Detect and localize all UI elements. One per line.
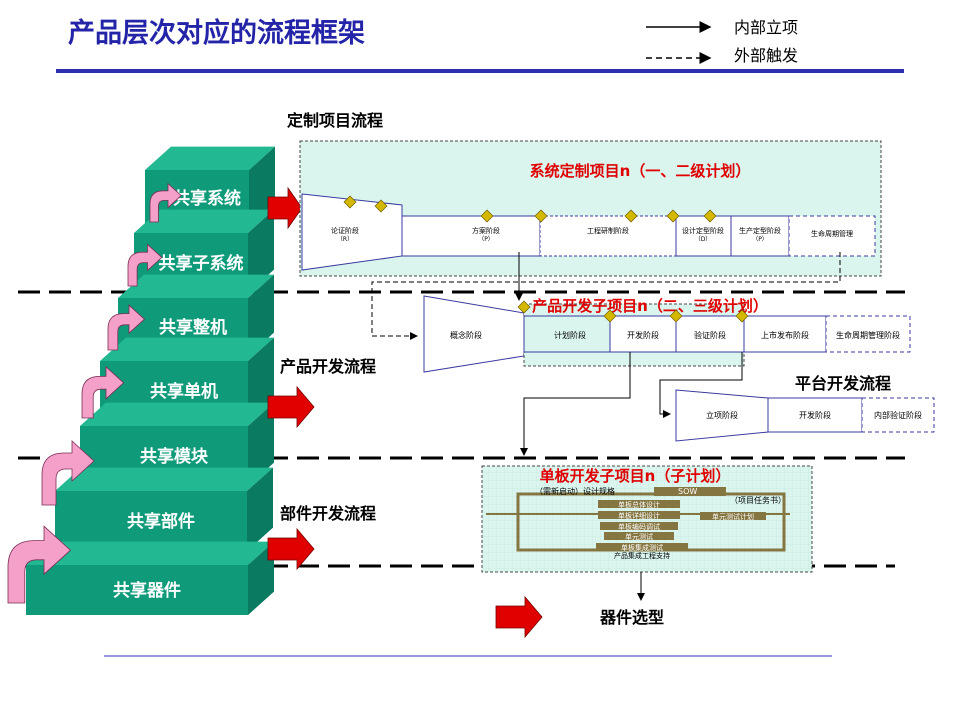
stair-step: 共享部件 [55,467,273,551]
board-project-panel: 单板开发子项目n（子计划） （需新启动）设计规格 SOW （项目任务书） 单板总… [481,465,813,573]
platform-panel: 立项阶段 开发阶段 内部验证阶段 [675,389,935,442]
plat-phase-internal-verify: 内部验证阶段 [874,410,922,420]
stair-label: 共享部件 [127,511,195,532]
board-unit-test: 单元测试 [625,532,653,541]
prod-phase-concept: 概念阶段 [450,330,482,340]
sys-phase-production-final: 生产定型阶段 [739,226,781,235]
red-arrow-part [267,527,315,571]
stair-label: 共享模块 [140,446,209,467]
sys-phase-production-final-code: （P） [752,236,768,243]
pink-curved-arrow-icon [107,304,145,351]
sys-phase-design-final-code: （D） [695,236,712,243]
board-overall-design: 单板总体设计 [618,500,660,509]
board-unit-test-plan: 单元测试计划 [712,512,754,521]
label-platform-flow: 平台开发流程 [795,374,891,393]
product-project-title: 产品开发子项目n（二、三级计划） [532,297,768,315]
plat-phase-develop: 开发阶段 [799,410,831,420]
system-project-title: 系统定制项目n（一、二级计划） [530,162,751,180]
pink-curved-arrow-icon [127,243,163,287]
product-project-panel: 产品开发子项目n（二、三级计划） 概念阶段 计划阶段 开发阶段 验证阶段 上市发… [423,295,911,373]
title-rule [56,69,904,73]
board-integration-test: 单板集成测试 [621,543,663,552]
milestone-diamonds [343,195,717,223]
label-part-flow: 部件开发流程 [280,504,376,523]
trigger-system-to-product [371,252,841,340]
legend-external: 外部触发 [734,46,798,65]
label-custom-flow: 定制项目流程 [286,111,383,130]
sys-phase-argument-code: （R） [337,236,353,243]
stair-label: 共享系统 [173,188,241,209]
sys-phase-scheme-code: （P） [478,236,494,243]
label-device-selection: 器件选型 [599,608,664,627]
red-arrow-product [267,385,315,429]
sys-phase-design-final: 设计定型阶段 [682,226,724,235]
plat-phase-initiation: 立项阶段 [706,410,738,420]
board-task-book: （项目任务书） [730,495,786,505]
stair-step: 共享器件 [26,541,274,615]
product-to-platform-arrow [659,352,743,418]
label-product-flow: 产品开发流程 [280,357,376,376]
stair-label: 共享子系统 [159,253,244,274]
prod-phase-plan: 计划阶段 [554,330,586,340]
legend: 内部立项 外部触发 [646,18,798,65]
board-coding-debug: 单板编码调试 [618,522,660,531]
sys-phase-engineering: 工程研制阶段 [587,226,629,235]
board-project-title: 单板开发子项目n（子计划） [540,467,731,485]
board-spec: （需新启动）设计规格 [535,486,615,496]
pink-curved-arrow-icon [81,365,125,419]
prod-phase-verify: 验证阶段 [694,330,726,340]
sys-phase-lifecycle: 生命周期管理 [811,229,853,238]
board-product-integration: 产品集成工程支持 [614,551,670,560]
prod-phase-develop: 开发阶段 [627,330,659,340]
prod-phase-launch: 上市发布阶段 [761,330,809,340]
stair-label: 共享整机 [159,317,227,338]
red-arrow-custom [267,186,303,230]
stair-label: 共享单机 [150,381,218,402]
product-to-board-arrow [520,352,631,456]
board-detailed-design: 单板详细设计 [618,511,660,520]
prod-phase-lifecycle: 生命周期管理阶段 [836,330,900,340]
red-arrow-device [495,595,543,639]
pink-curved-arrow-icon [7,525,71,604]
board-sow: SOW [678,487,697,496]
pink-curved-arrow-icon [41,440,95,506]
legend-internal: 内部立项 [734,18,798,37]
pink-curved-arrow-icon [149,182,182,223]
sys-phase-scheme: 方案阶段 [472,226,500,235]
page-title: 产品层次对应的流程框架 [68,17,365,49]
system-project-panel: 系统定制项目n（一、二级计划） 论证阶段 （R） 方案阶段 （P） 工程研制阶段… [299,140,882,277]
sys-phase-argument: 论证阶段 [331,226,359,235]
product-milestone-diamonds [517,300,749,323]
stair-label: 共享器件 [113,580,181,601]
